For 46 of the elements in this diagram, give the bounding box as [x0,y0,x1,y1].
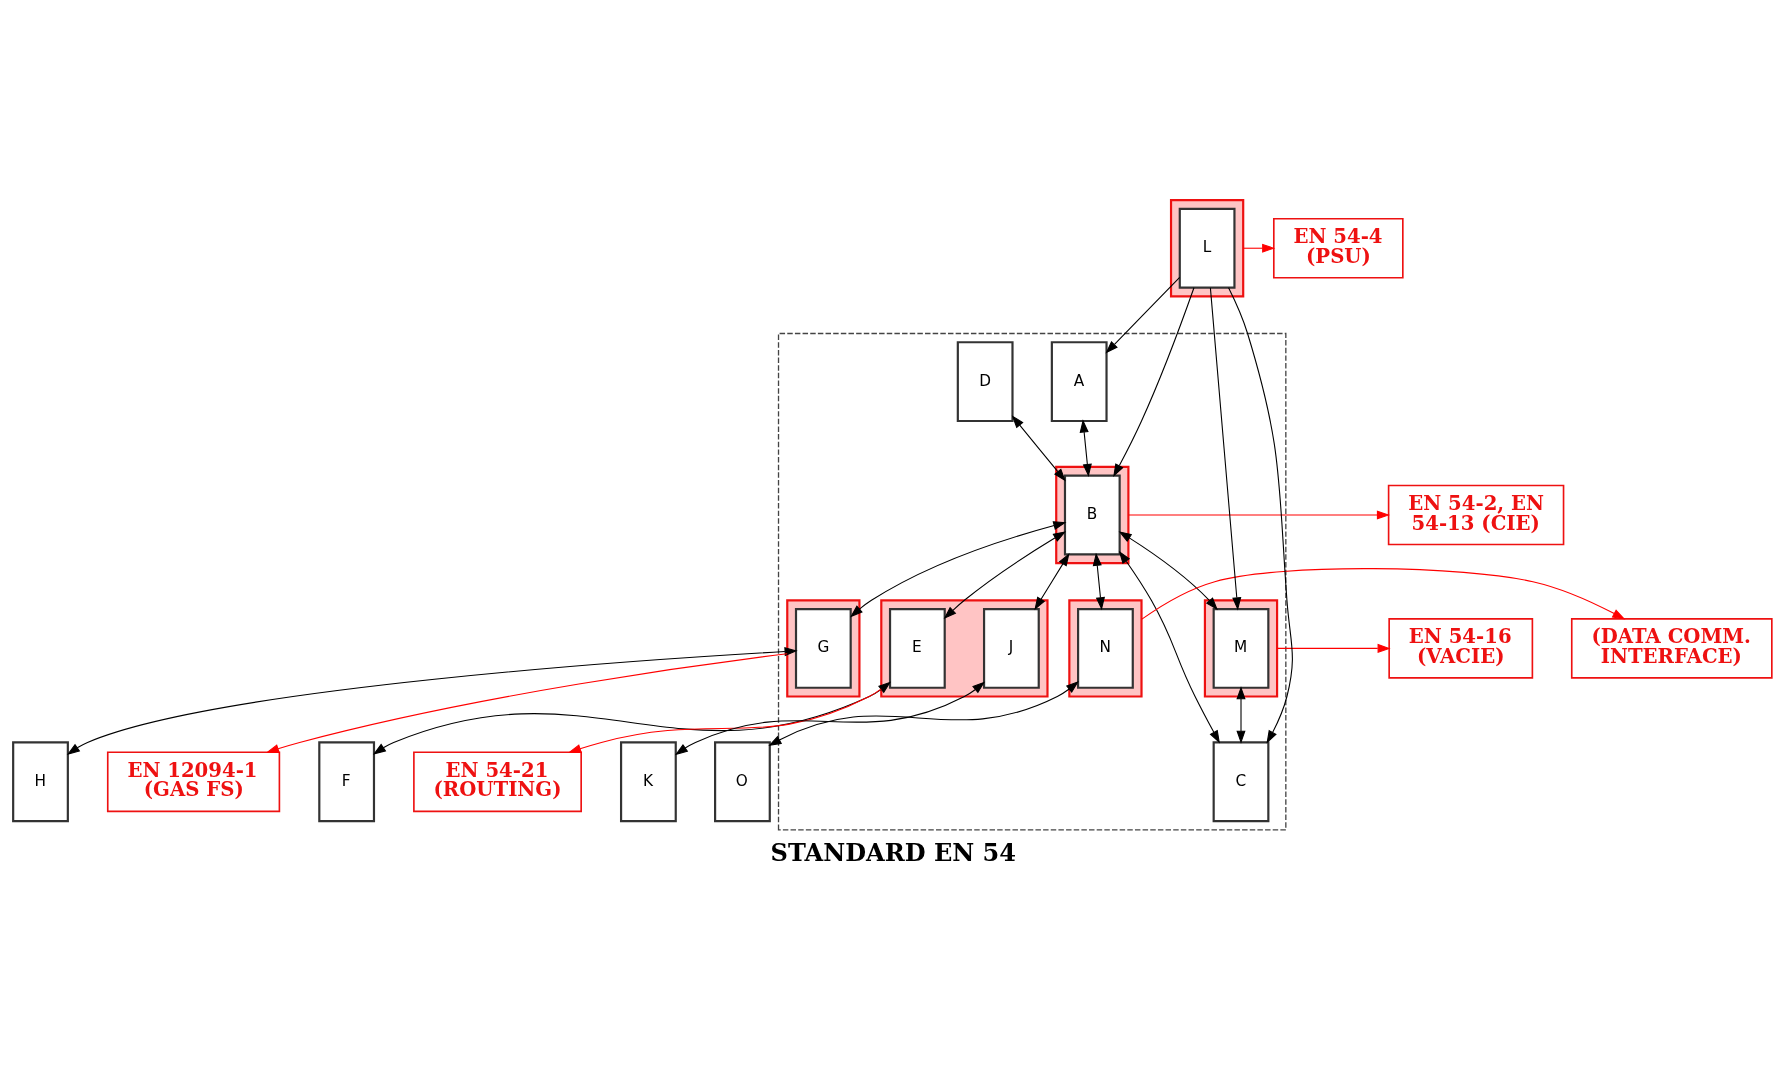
node-box: EN 12094-1 (GAS FS) [106,751,281,813]
cluster [1068,599,1143,698]
node-box: O [714,741,771,823]
node-box: K [619,741,677,823]
node-box: J [982,607,1040,689]
node-box: L [1178,207,1236,289]
diagram-title: STANDARD EN 54 [770,838,1017,868]
arrow [1079,419,1092,477]
arrow [1209,287,1242,611]
node-box: EN 54-4 (PSU) [1273,217,1404,279]
arrow [1118,531,1218,611]
node-box: N [1077,607,1134,689]
node-box: (DATA COMM. INTERFACE) [1570,618,1773,679]
node-box: M [1212,607,1270,689]
node-box: D [956,341,1014,423]
node-box: EN 54-16 (VACIE) [1388,618,1534,679]
arrow [1236,686,1246,744]
node-box: G [794,607,852,689]
node-box: E [888,607,946,689]
node-box: C [1212,741,1270,823]
cluster [1169,199,1245,298]
arrow [1242,243,1276,253]
node-box: EN 54-2, EN 54-13 (CIE) [1387,484,1565,546]
arrow [1118,550,1220,744]
arrow [1011,415,1066,482]
arrow [768,681,1079,747]
arrow [372,681,892,755]
arrow [66,647,798,755]
node-box: B [1063,474,1121,556]
arrow [849,521,1067,618]
node-box: A [1050,341,1108,423]
arrow [1276,643,1391,653]
arrow [1113,287,1195,477]
arrow [1140,568,1626,620]
arrow [568,688,882,753]
arrow [1127,510,1390,520]
arrow [1034,553,1070,611]
arrow [265,653,788,753]
arrow [674,681,986,756]
node-box: EN 54-21 (ROUTING) [413,751,582,813]
arrow [1228,287,1293,744]
arrow [943,531,1067,620]
arrow [1105,276,1181,354]
node-box: F [318,741,376,823]
node-box: H [12,741,69,823]
arrow [1092,552,1105,611]
